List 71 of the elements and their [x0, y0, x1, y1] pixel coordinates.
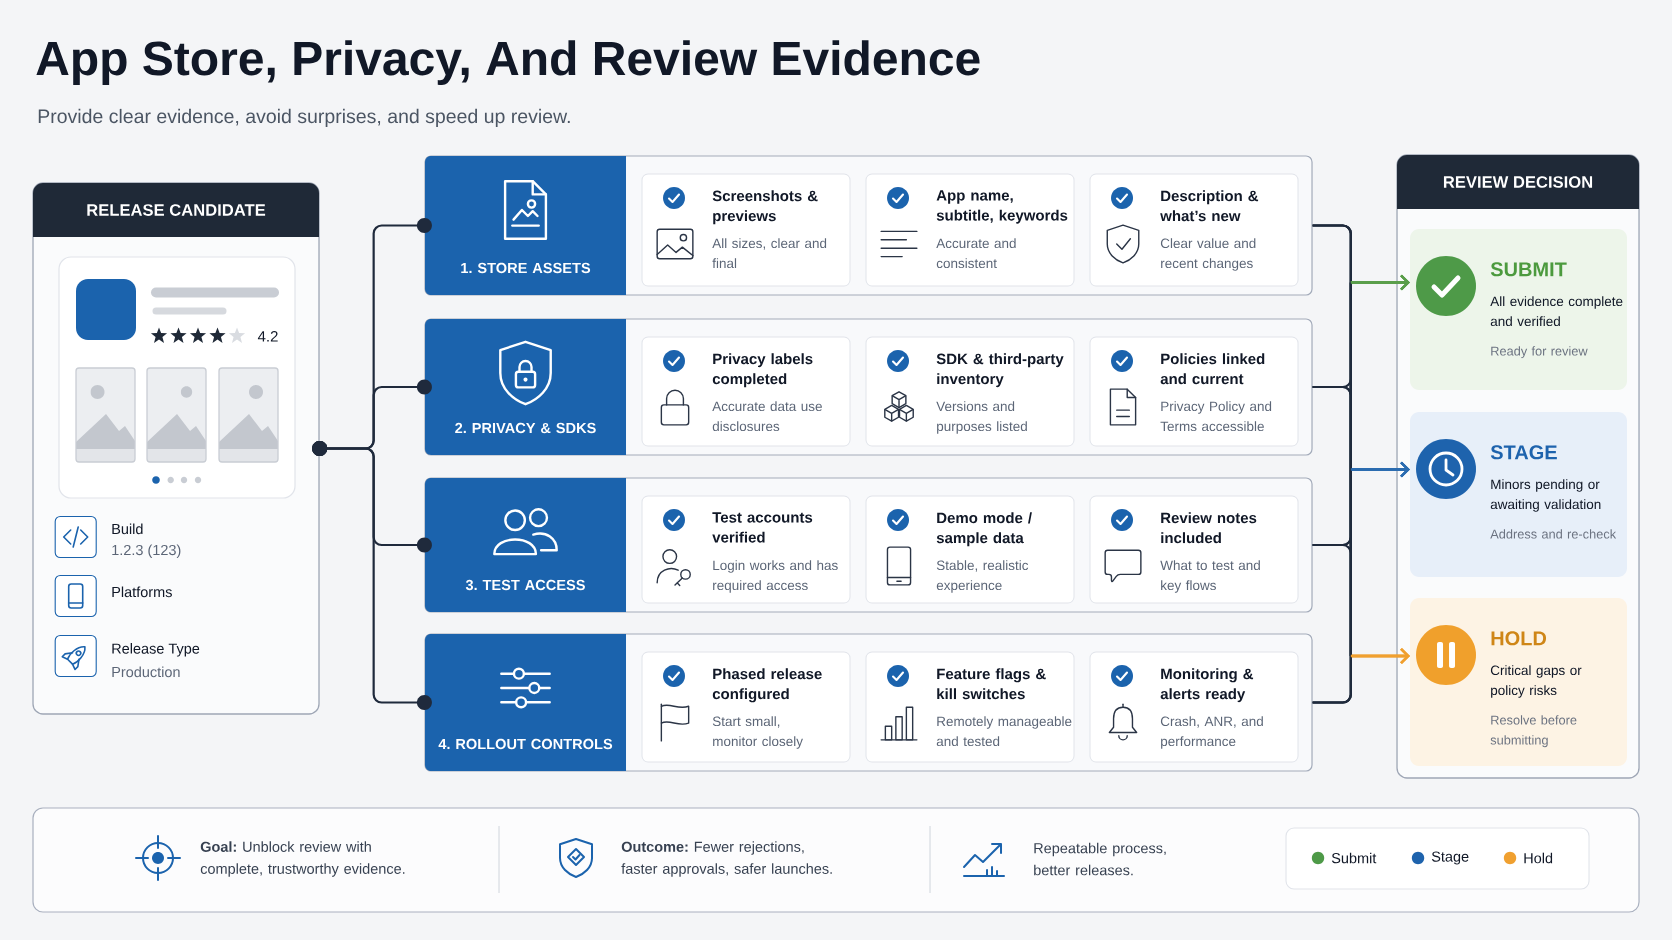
info-label: Platforms [112, 586, 172, 598]
panel-header: RELEASE CANDIDATE [33, 183, 319, 237]
stage-header: 4. ROLLOUT CONTROLS [425, 634, 626, 771]
connector-line [312, 441, 432, 710]
card-description: Start small, monitor closely [712, 716, 803, 749]
card-description: All sizes, clear and final [712, 238, 827, 269]
card-description: What to test and key flows [1160, 560, 1260, 593]
card-title: Review notes included [1161, 512, 1257, 544]
decision-text: All evidence complete and verified [1490, 296, 1623, 327]
card-description: Accurate and consistent [936, 238, 1016, 269]
checklist-card [865, 336, 1075, 447]
rating-value: 4.2 [257, 331, 278, 342]
card-description: Accurate data use disclosures [712, 401, 822, 432]
card-title: Feature flags & kill switches [937, 668, 1046, 700]
decision-card [1410, 412, 1627, 577]
card-title: Description & what’s new [1160, 190, 1259, 222]
card-title: Privacy labels completed [712, 353, 813, 388]
checklist-card [865, 651, 1075, 763]
app-listing-card [58, 256, 296, 499]
decision-title: SUBMIT [1490, 262, 1567, 277]
footer-note: Repeatable process, better releases. [1034, 842, 1166, 876]
decision-card [1410, 229, 1627, 390]
card-title: Policies linked and current [1160, 353, 1265, 385]
card-description: Remotely manageable and tested [936, 716, 1072, 747]
card-title: Test accounts verified [712, 512, 813, 543]
stage-header: 1. STORE ASSETS [425, 156, 626, 295]
stage-header: 2. PRIVACY & SDKS [425, 319, 626, 455]
checklist-card [641, 495, 851, 604]
subtitle: Provide clear evidence, avoid surprises, and speed up review. [38, 108, 570, 128]
footer-note: Outcome: Fewer rejections, faster approvals, safer launches. [621, 841, 832, 877]
legend-label: Hold [1524, 852, 1553, 864]
card-title: App name, subtitle, keywords [936, 190, 1068, 224]
card-title: Demo mode / sample data [936, 512, 1032, 547]
card-title: Phased release configured [712, 668, 822, 703]
footer-note: Goal: Unblock review with complete, trustworthy evidence. [200, 841, 405, 877]
card-title: SDK & third-party inventory [936, 353, 1064, 388]
decision-note: Address and re-check [1490, 529, 1617, 539]
checklist-card [1089, 651, 1299, 763]
checklist-card [865, 173, 1075, 287]
card-description: Stable, realistic experience [936, 560, 1029, 593]
info-label: Release Type [112, 643, 200, 657]
card-description: Versions and purposes listed [936, 401, 1027, 434]
decision-note: Ready for review [1491, 346, 1588, 359]
card-title: Monitoring & alerts ready [1160, 668, 1254, 703]
card-description: Privacy Policy and Terms accessible [1160, 401, 1272, 432]
decision-note: Resolve before submitting [1490, 715, 1577, 748]
title: App Store, Privacy, And Review Evidence [36, 40, 980, 85]
legend-label: Submit [1331, 852, 1377, 864]
checklist-card [641, 173, 851, 287]
card-title: Screenshots & previews [712, 190, 818, 225]
decision-title: STAGE [1490, 445, 1557, 460]
arrow [1312, 648, 1410, 704]
stage-header: 3. TEST ACCESS [425, 478, 626, 612]
checklist-card [641, 651, 851, 763]
card-description: Login works and has required access [713, 560, 838, 593]
legend-label: Stage [1431, 851, 1469, 865]
panel-header: REVIEW DECISION [1397, 155, 1639, 209]
checklist-card [1089, 336, 1299, 447]
info-value: Production [112, 666, 180, 678]
checklist-card [865, 495, 1075, 604]
decision-card [1410, 598, 1627, 766]
decision-text: Minors pending or awaiting validation [1490, 479, 1601, 512]
checklist-card [1089, 173, 1299, 287]
checklist-card [641, 336, 851, 447]
decision-text: Critical gaps or policy risks [1490, 665, 1582, 698]
info-label: Build [112, 523, 143, 535]
card-description: Crash, ANR, and performance [1160, 716, 1263, 749]
checklist-card [1089, 495, 1299, 604]
info-value: 1.2.3 (123) [112, 544, 181, 558]
decision-title: HOLD [1491, 631, 1547, 646]
card-description: Clear value and recent changes [1160, 238, 1256, 271]
